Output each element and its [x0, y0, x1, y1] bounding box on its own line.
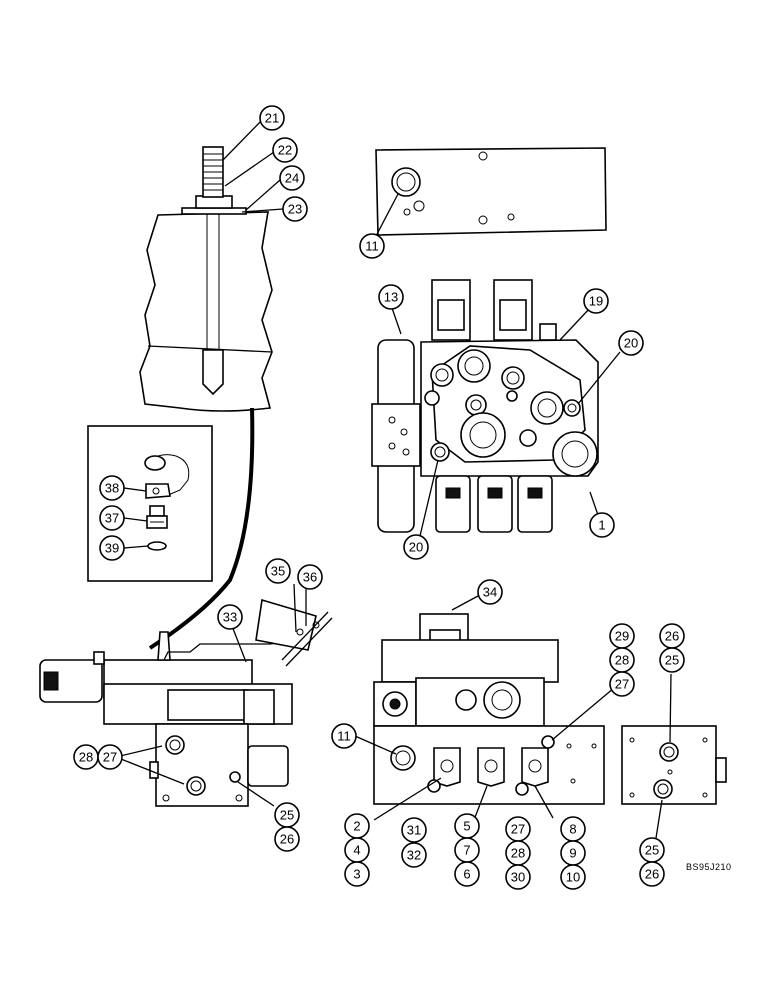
svg-text:27: 27	[615, 677, 629, 692]
svg-text:25: 25	[280, 808, 294, 823]
svg-text:20: 20	[624, 336, 638, 351]
callout-8: 8	[560, 816, 586, 842]
frame-stud-assembly	[139, 117, 284, 412]
svg-text:20: 20	[409, 540, 423, 555]
callout-10: 10	[560, 864, 586, 890]
svg-text:1: 1	[598, 518, 605, 533]
callout-11: 11	[331, 723, 357, 749]
svg-text:32: 32	[407, 848, 421, 863]
callout-13: 13	[378, 284, 404, 310]
svg-text:19: 19	[589, 294, 603, 309]
svg-text:28: 28	[615, 653, 629, 668]
callout-1: 1	[589, 512, 615, 538]
callout-28: 28	[505, 840, 531, 866]
callout-38: 38	[99, 475, 125, 501]
callout-26: 26	[274, 826, 300, 852]
cable	[148, 407, 255, 650]
callout-20: 20	[403, 534, 429, 560]
callout-3: 3	[344, 861, 370, 887]
callout-24: 24	[279, 165, 305, 191]
svg-text:9: 9	[569, 846, 576, 861]
callout-21: 21	[259, 105, 285, 131]
callout-27: 27	[505, 816, 531, 842]
svg-text:8: 8	[569, 822, 576, 837]
svg-text:28: 28	[79, 750, 93, 765]
callout-19: 19	[583, 288, 609, 314]
svg-text:31: 31	[407, 823, 421, 838]
svg-text:10: 10	[566, 870, 580, 885]
svg-text:26: 26	[645, 867, 659, 882]
callout-37: 37	[99, 505, 125, 531]
svg-text:25: 25	[645, 843, 659, 858]
callout-2: 2	[344, 813, 370, 839]
callout-26: 26	[659, 623, 685, 649]
svg-text:21: 21	[265, 111, 279, 126]
svg-text:3: 3	[353, 867, 360, 882]
callout-33: 33	[217, 604, 243, 630]
svg-text:30: 30	[511, 870, 525, 885]
svg-text:37: 37	[105, 511, 119, 526]
callout-26: 26	[639, 861, 665, 887]
callout-28: 28	[609, 647, 635, 673]
callout-27: 27	[97, 744, 123, 770]
svg-text:27: 27	[103, 750, 117, 765]
callout-6: 6	[454, 861, 480, 887]
svg-text:27: 27	[511, 822, 525, 837]
callout-34: 34	[477, 579, 503, 605]
svg-text:36: 36	[303, 570, 317, 585]
callout-4: 4	[344, 837, 370, 863]
svg-text:24: 24	[285, 171, 299, 186]
svg-text:4: 4	[353, 843, 360, 858]
end-block	[621, 673, 727, 839]
drawing-reference-code: BS95J210	[686, 862, 732, 872]
svg-text:11: 11	[365, 239, 379, 254]
callout-22: 22	[272, 137, 298, 163]
svg-text:13: 13	[384, 290, 398, 305]
callout-36: 36	[297, 564, 323, 590]
svg-text:35: 35	[271, 564, 285, 579]
svg-text:34: 34	[483, 585, 497, 600]
callout-5: 5	[454, 813, 480, 839]
svg-text:28: 28	[511, 846, 525, 861]
svg-text:22: 22	[278, 143, 292, 158]
svg-text:7: 7	[463, 843, 470, 858]
callout-7: 7	[454, 837, 480, 863]
callout-25: 25	[659, 647, 685, 673]
callout-9: 9	[560, 840, 586, 866]
svg-text:29: 29	[615, 629, 629, 644]
callout-11: 11	[359, 233, 385, 259]
svg-text:11: 11	[337, 729, 351, 744]
svg-text:33: 33	[223, 610, 237, 625]
svg-text:39: 39	[105, 541, 119, 556]
svg-text:2: 2	[353, 819, 360, 834]
svg-text:5: 5	[463, 819, 470, 834]
callout-25: 25	[639, 837, 665, 863]
svg-text:26: 26	[280, 832, 294, 847]
callout-39: 39	[99, 535, 125, 561]
svg-text:23: 23	[288, 202, 302, 217]
mounting-plate	[375, 147, 607, 237]
callout-27: 27	[609, 671, 635, 697]
manifold-valve	[354, 595, 615, 821]
callout-32: 32	[401, 842, 427, 868]
svg-text:38: 38	[105, 481, 119, 496]
callout-30: 30	[505, 864, 531, 890]
callout-28: 28	[73, 744, 99, 770]
callout-31: 31	[401, 817, 427, 843]
callout-29: 29	[609, 623, 635, 649]
svg-text:6: 6	[463, 867, 470, 882]
control-valve-assembly	[371, 279, 621, 537]
valve-with-bracket	[39, 583, 333, 807]
callout-25: 25	[274, 802, 300, 828]
callout-35: 35	[265, 558, 291, 584]
callout-20: 20	[618, 330, 644, 356]
svg-text:26: 26	[665, 629, 679, 644]
svg-text:25: 25	[665, 653, 679, 668]
callout-23: 23	[282, 196, 308, 222]
